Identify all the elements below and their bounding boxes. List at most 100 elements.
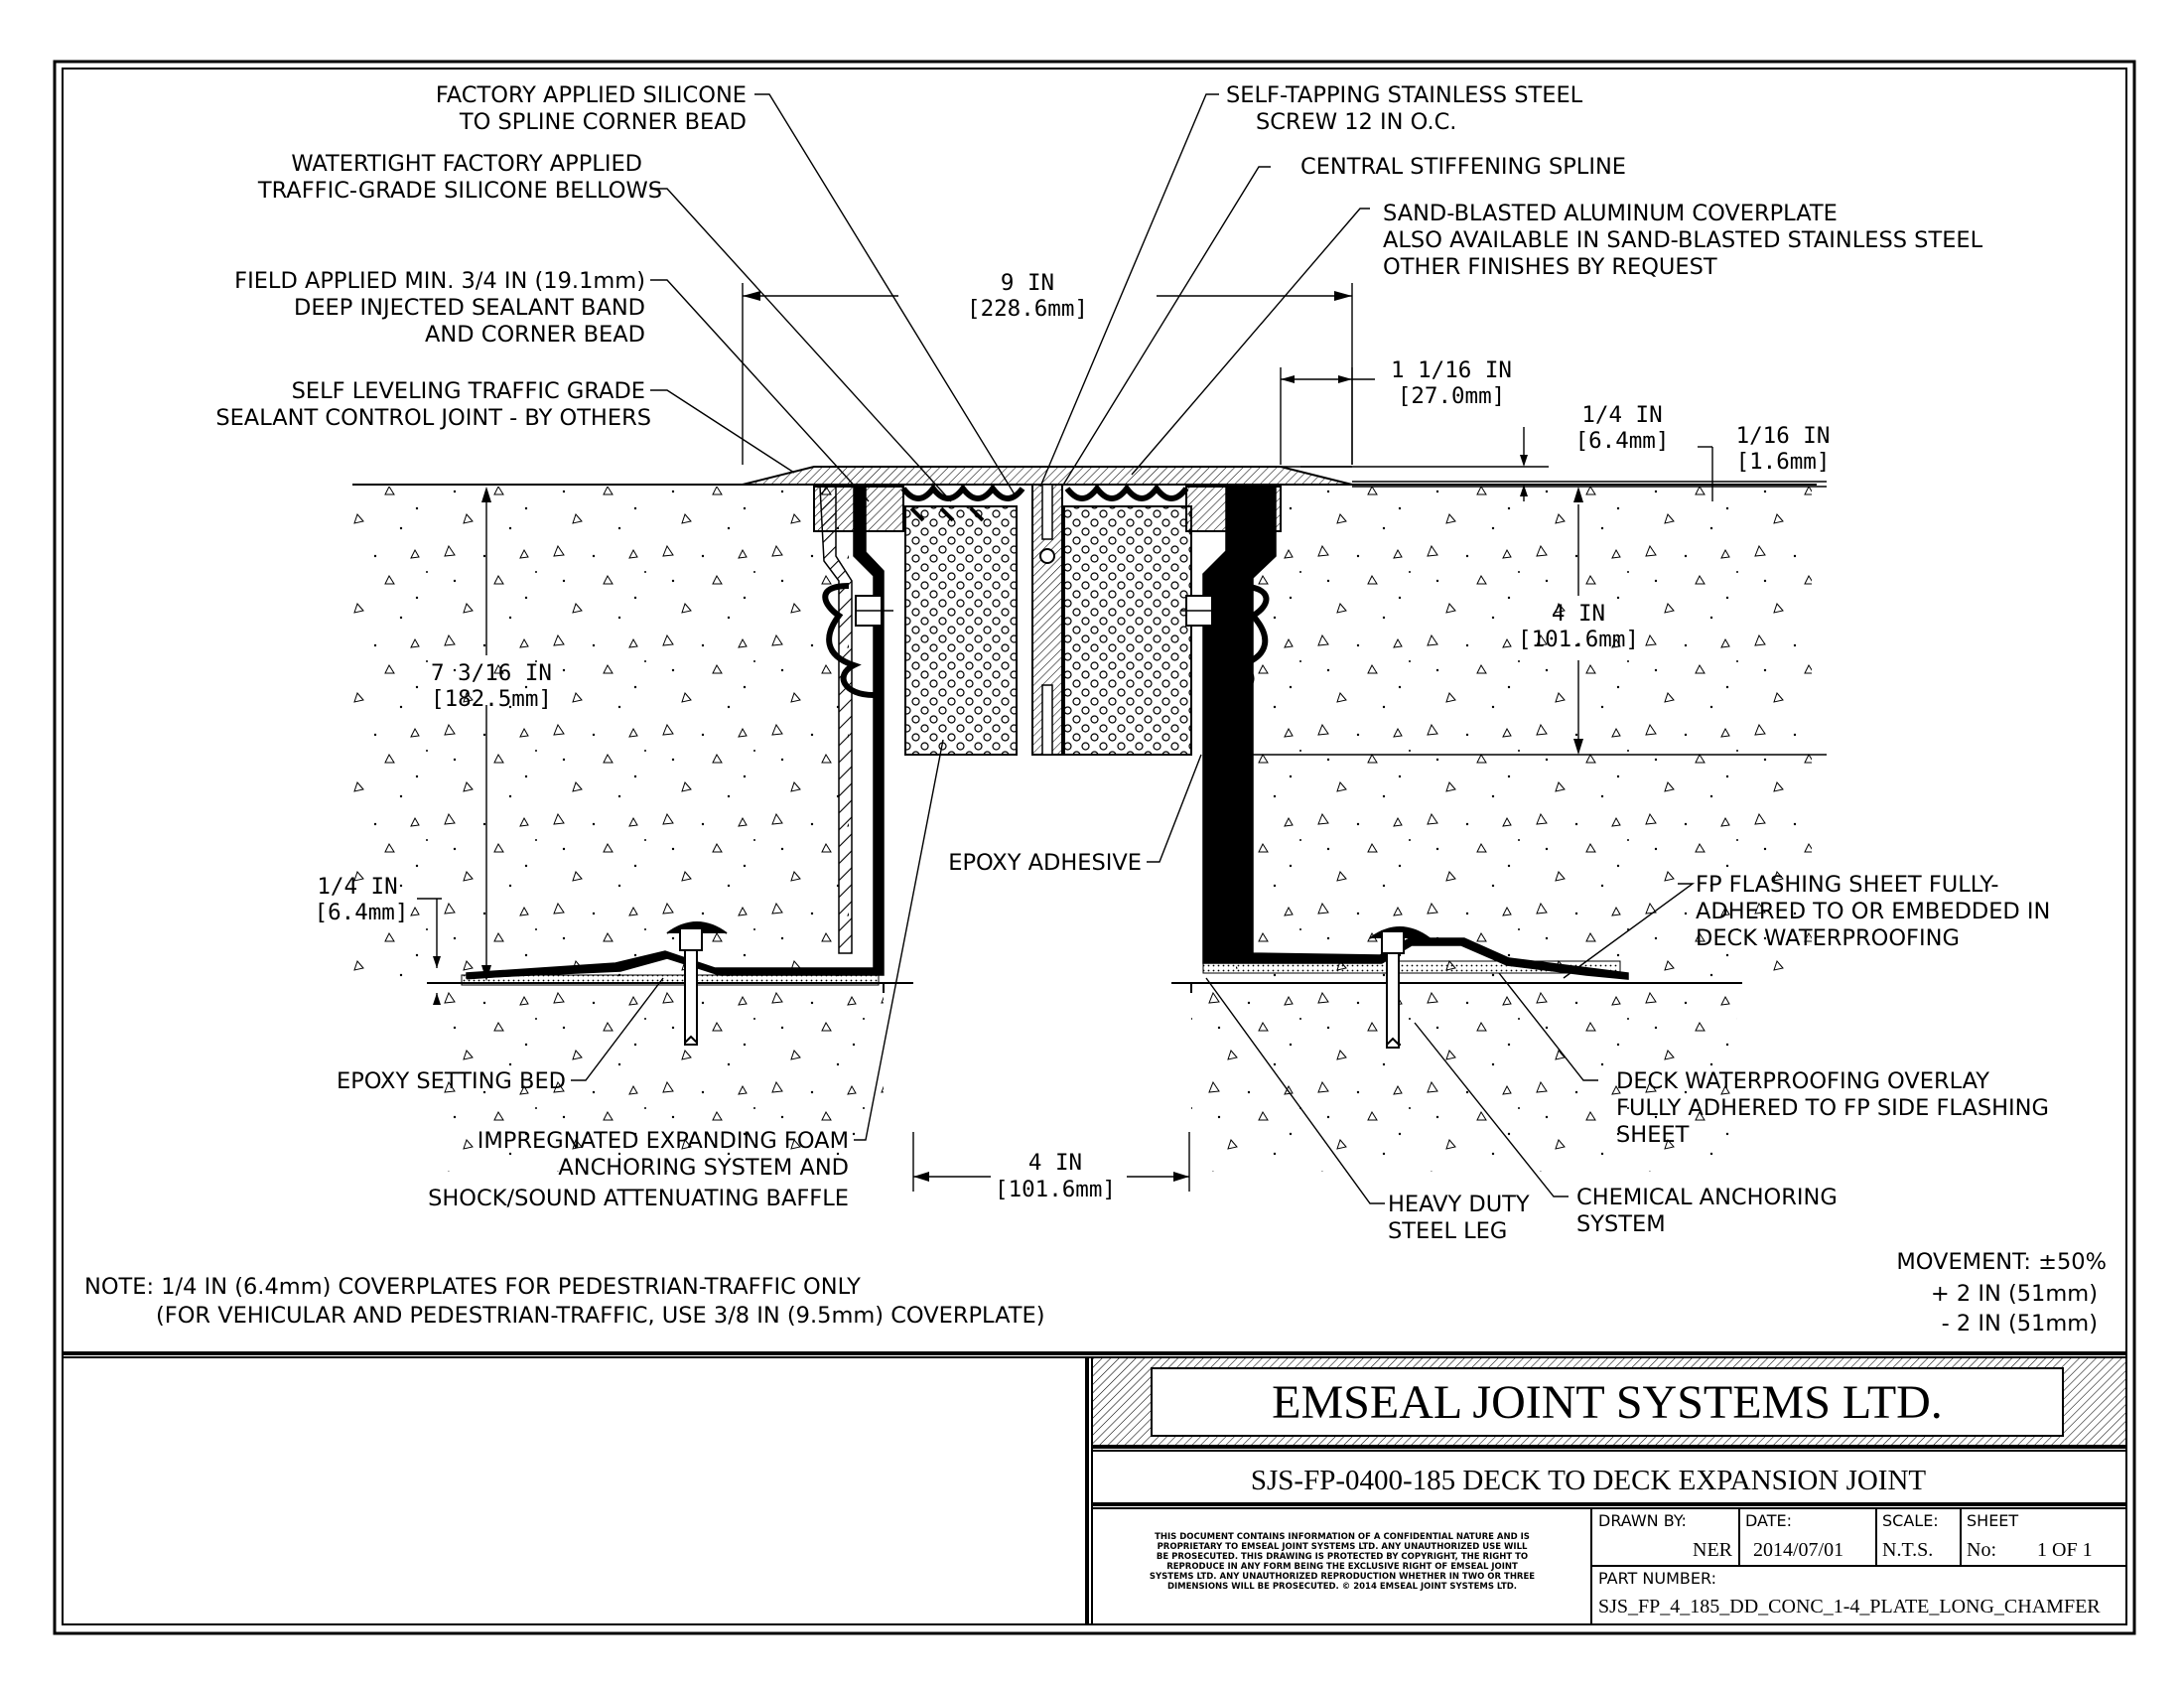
svg-text:TRAFFIC-GRADE SILICONE BELLOWS: TRAFFIC-GRADE SILICONE BELLOWS — [257, 178, 662, 204]
svg-text:PROPRIETARY TO EMSEAL JOINT SY: PROPRIETARY TO EMSEAL JOINT SYSTEMS LTD.… — [1158, 1542, 1528, 1552]
svg-text:9 IN: 9 IN — [1001, 270, 1054, 296]
svg-text:SYSTEM: SYSTEM — [1576, 1211, 1666, 1237]
inner-border — [62, 68, 2127, 1625]
callout-spline: CENTRAL STIFFENING SPLINE — [1300, 154, 1626, 180]
movement-spec: MOVEMENT: ±50% + 2 IN (51mm) - 2 IN (51m… — [1896, 1249, 2107, 1336]
dim-depth-4: 4 IN [101.6mm] — [1518, 601, 1639, 652]
outer-border — [53, 60, 2136, 1635]
svg-text:SYSTEMS LTD. ANY UNAUTHORIZED: SYSTEMS LTD. ANY UNAUTHORIZED REPRODUCTI… — [1150, 1572, 1535, 1582]
svg-text:[1.6mm]: [1.6mm] — [1736, 449, 1831, 475]
dimension-lines — [417, 283, 1827, 1192]
title-block: EMSEAL JOINT SYSTEMS LTD. SJS-FP-0400-18… — [1085, 1356, 2127, 1624]
svg-text:(FOR VEHICULAR AND PEDESTRIAN-: (FOR VEHICULAR AND PEDESTRIAN-TRAFFIC, U… — [156, 1303, 1044, 1329]
note: NOTE: 1/4 IN (6.4mm) COVERPLATES FOR PED… — [84, 1274, 1044, 1329]
dim-flange-quarter: 1/4 IN [6.4mm] — [315, 874, 409, 925]
svg-text:REPRODUCE IN ANY FORM BEING TH: REPRODUCE IN ANY FORM BEING THE EXCLUSIV… — [1166, 1562, 1518, 1572]
svg-text:BE PROSECUTED. THIS DRAWING IS: BE PROSECUTED. THIS DRAWING IS PROTECTED… — [1157, 1552, 1528, 1562]
callout-deck-overlay: DECK WATERPROOFING OVERLAY FULLY ADHERED… — [1616, 1068, 2049, 1148]
callout-steel-leg: HEAVY DUTY STEEL LEG — [1388, 1192, 1530, 1244]
dim-9in: 9 IN [228.6mm] — [967, 270, 1088, 322]
svg-text:DECK WATERPROOFING OVERLAY: DECK WATERPROOFING OVERLAY — [1616, 1068, 1989, 1094]
left-bellows-zone — [813, 484, 1025, 532]
left-flange — [461, 921, 884, 1046]
svg-text:OTHER FINISHES BY REQUEST: OTHER FINISHES BY REQUEST — [1383, 254, 1717, 280]
svg-text:[101.6mm]: [101.6mm] — [1518, 627, 1639, 652]
callout-coverplate: SAND-BLASTED ALUMINUM COVERPLATE ALSO AV… — [1383, 201, 1983, 280]
svg-text:CENTRAL STIFFENING SPLINE: CENTRAL STIFFENING SPLINE — [1300, 154, 1626, 180]
right-flange — [1202, 926, 1621, 1049]
svg-text:[182.5mm]: [182.5mm] — [431, 686, 552, 712]
foam-left — [904, 505, 1018, 756]
dim-gap-4: 4 IN [101.6mm] — [995, 1150, 1116, 1202]
callout-bellows: WATERTIGHT FACTORY APPLIED TRAFFIC-GRADE… — [257, 151, 662, 204]
callout-factory-silicone: FACTORY APPLIED SILICONE TO SPLINE CORNE… — [436, 82, 747, 135]
svg-text:TO SPLINE CORNER BEAD: TO SPLINE CORNER BEAD — [459, 109, 747, 135]
callout-self-leveling: SELF LEVELING TRAFFIC GRADE SEALANT CONT… — [215, 378, 651, 431]
svg-text:DIMENSIONS WILL BE PROSECUTED.: DIMENSIONS WILL BE PROSECUTED. © 2014 EM… — [1167, 1582, 1517, 1592]
svg-text:1/16 IN: 1/16 IN — [1736, 423, 1831, 449]
svg-text:EPOXY ADHESIVE: EPOXY ADHESIVE — [948, 850, 1142, 876]
svg-text:ANCHORING SYSTEM AND: ANCHORING SYSTEM AND — [558, 1155, 849, 1181]
svg-text:4 IN: 4 IN — [1028, 1150, 1082, 1176]
svg-text:[101.6mm]: [101.6mm] — [995, 1177, 1116, 1202]
dim-plate-sixteenth: 1/16 IN [1.6mm] — [1736, 423, 1831, 475]
svg-text:NOTE: 1/4 IN (6.4mm) COVERPLAT: NOTE: 1/4 IN (6.4mm) COVERPLATES FOR PED… — [84, 1274, 861, 1300]
svg-text:- 2 IN (51mm): - 2 IN (51mm) — [1942, 1311, 2098, 1336]
svg-text:7 3/16 IN: 7 3/16 IN — [431, 660, 552, 686]
svg-text:N.T.S.: N.T.S. — [1882, 1539, 1933, 1561]
svg-text:SJS_FP_4_185_DD_CONC_1-4_PLATE: SJS_FP_4_185_DD_CONC_1-4_PLATE_LONG_CHAM… — [1598, 1596, 2101, 1618]
svg-text:[6.4mm]: [6.4mm] — [1575, 428, 1670, 454]
svg-text:DRAWN BY:: DRAWN BY: — [1598, 1511, 1687, 1530]
svg-text:FP FLASHING SHEET FULLY-: FP FLASHING SHEET FULLY- — [1696, 872, 1999, 898]
svg-text:CHEMICAL ANCHORING: CHEMICAL ANCHORING — [1576, 1185, 1838, 1210]
drawing-title: SJS-FP-0400-185 DECK TO DECK EXPANSION J… — [1251, 1465, 1927, 1496]
svg-text:4 IN: 4 IN — [1552, 601, 1605, 627]
svg-text:DATE:: DATE: — [1745, 1511, 1792, 1530]
dim-chamfer: 1 1/16 IN [27.0mm] — [1391, 357, 1512, 409]
svg-text:DEEP INJECTED SEALANT BAND: DEEP INJECTED SEALANT BAND — [294, 295, 645, 321]
svg-text:SCALE:: SCALE: — [1882, 1511, 1939, 1530]
svg-text:ADHERED TO OR EMBEDDED IN: ADHERED TO OR EMBEDDED IN — [1696, 899, 2050, 924]
leader-lines — [571, 93, 1696, 1204]
svg-text:1/4 IN: 1/4 IN — [317, 874, 397, 900]
callout-field-sealant: FIELD APPLIED MIN. 3/4 IN (19.1mm) DEEP … — [234, 268, 645, 348]
right-steel-leg — [1181, 486, 1629, 980]
foam-right — [1063, 505, 1192, 756]
svg-text:SHOCK/SOUND ATTENUATING BAFFLE: SHOCK/SOUND ATTENUATING BAFFLE — [428, 1186, 849, 1211]
central-spline — [1031, 484, 1063, 756]
callout-screw: SELF-TAPPING STAINLESS STEEL SCREW 12 IN… — [1226, 82, 1583, 135]
svg-text:DECK WATERPROOFING: DECK WATERPROOFING — [1696, 925, 1960, 951]
svg-text:+ 2 IN (51mm): + 2 IN (51mm) — [1931, 1281, 2098, 1307]
svg-text:IMPREGNATED EXPANDING FOAM: IMPREGNATED EXPANDING FOAM — [478, 1128, 849, 1154]
svg-text:FULLY ADHERED TO FP SIDE FLASH: FULLY ADHERED TO FP SIDE FLASHING — [1616, 1095, 2049, 1121]
svg-text:SCREW 12 IN O.C.: SCREW 12 IN O.C. — [1256, 109, 1456, 135]
svg-text:SELF-TAPPING STAINLESS STEEL: SELF-TAPPING STAINLESS STEEL — [1226, 82, 1583, 108]
svg-text:THIS DOCUMENT CONTAINS INFORMA: THIS DOCUMENT CONTAINS INFORMATION OF A … — [1155, 1532, 1530, 1542]
callout-epoxy-adhesive: EPOXY ADHESIVE — [948, 850, 1142, 876]
svg-text:1/4 IN: 1/4 IN — [1581, 402, 1662, 428]
svg-text:MOVEMENT: ±50%: MOVEMENT: ±50% — [1896, 1249, 2107, 1275]
svg-text:FACTORY APPLIED SILICONE: FACTORY APPLIED SILICONE — [436, 82, 747, 108]
callout-epoxy-bed: EPOXY SETTING BED — [337, 1068, 566, 1094]
svg-text:STEEL LEG: STEEL LEG — [1388, 1218, 1507, 1244]
svg-text:AND CORNER BEAD: AND CORNER BEAD — [425, 322, 645, 348]
svg-text:1 1/16 IN: 1 1/16 IN — [1391, 357, 1512, 383]
svg-text:EPOXY SETTING BED: EPOXY SETTING BED — [337, 1068, 566, 1094]
callout-fp-flashing: FP FLASHING SHEET FULLY- ADHERED TO OR E… — [1696, 872, 2050, 951]
svg-text:SEALANT CONTROL JOINT - BY OTH: SEALANT CONTROL JOINT - BY OTHERS — [215, 405, 651, 431]
svg-text:[6.4mm]: [6.4mm] — [315, 900, 409, 925]
company-name: EMSEAL JOINT SYSTEMS LTD. — [1272, 1376, 1943, 1429]
svg-text:SELF LEVELING TRAFFIC GRADE: SELF LEVELING TRAFFIC GRADE — [292, 378, 645, 404]
svg-text:[27.0mm]: [27.0mm] — [1398, 383, 1505, 409]
svg-text:No:: No: — [1967, 1539, 1996, 1561]
svg-text:FIELD APPLIED MIN. 3/4 IN (19.: FIELD APPLIED MIN. 3/4 IN (19.1mm) — [234, 268, 645, 294]
callout-chemical: CHEMICAL ANCHORING SYSTEM — [1576, 1185, 1838, 1237]
svg-text:PART NUMBER:: PART NUMBER: — [1598, 1569, 1716, 1588]
svg-text:SHEET: SHEET — [1967, 1511, 2018, 1530]
svg-text:1 OF 1: 1 OF 1 — [2037, 1539, 2093, 1561]
dim-depth-total: 7 3/16 IN [182.5mm] — [431, 660, 552, 712]
svg-text:WATERTIGHT FACTORY APPLIED: WATERTIGHT FACTORY APPLIED — [291, 151, 642, 177]
svg-text:ALSO AVAILABLE IN SAND-BLASTED: ALSO AVAILABLE IN SAND-BLASTED STAINLESS… — [1383, 227, 1983, 253]
svg-text:2014/07/01: 2014/07/01 — [1753, 1539, 1843, 1561]
